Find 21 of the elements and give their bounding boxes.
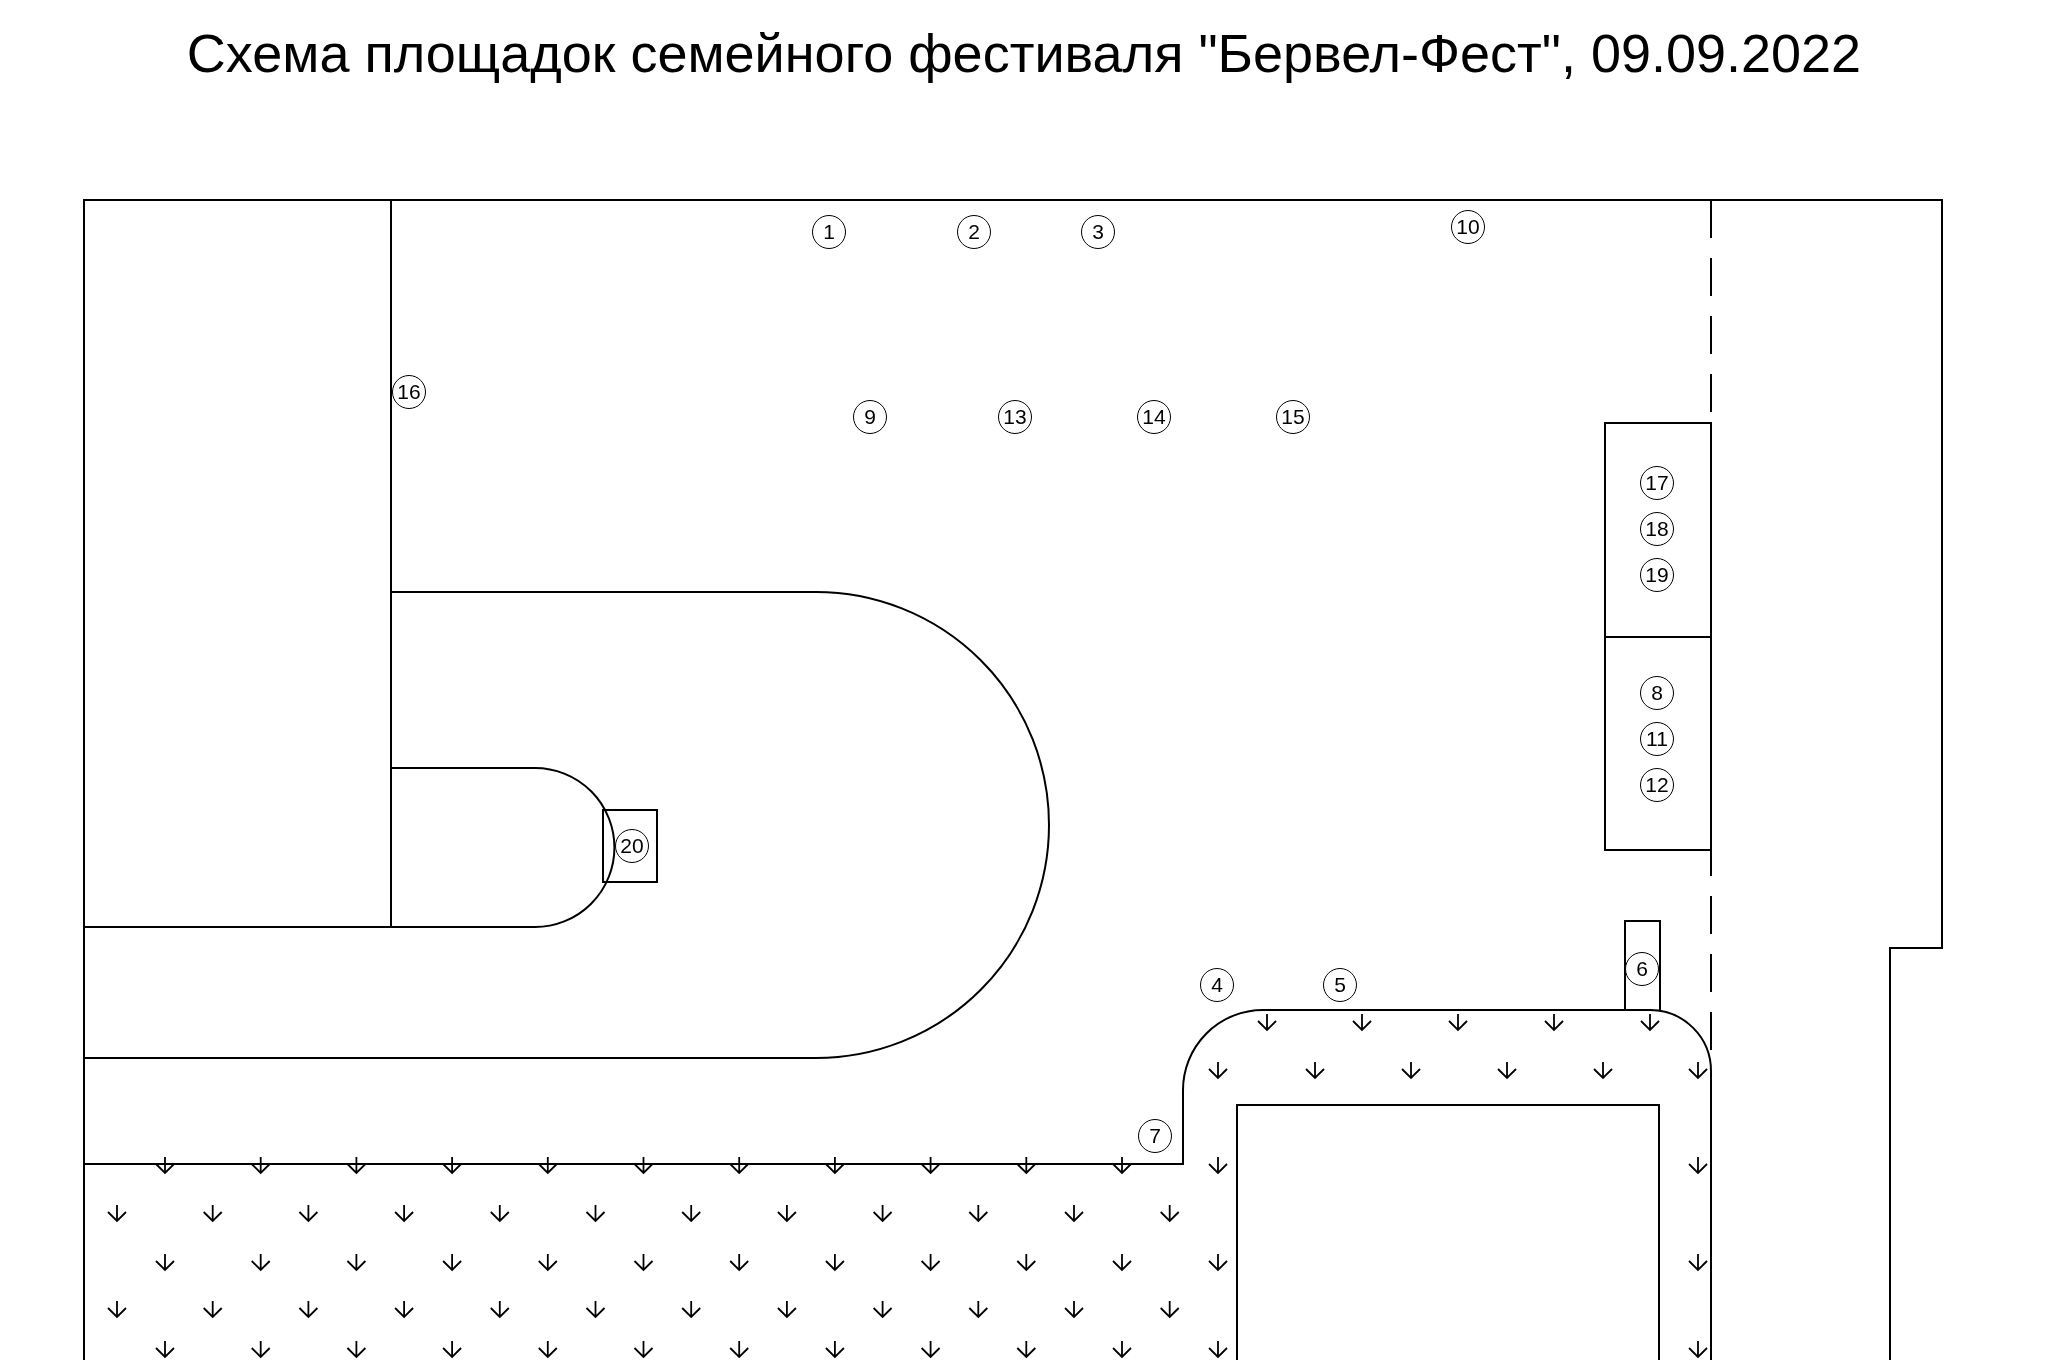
callout-number: 10 xyxy=(1451,210,1485,244)
callout-number: 15 xyxy=(1276,400,1310,434)
callout-number: 3 xyxy=(1081,215,1115,249)
callout-number: 20 xyxy=(615,829,649,863)
callout-number: 8 xyxy=(1640,676,1674,710)
callout-number: 5 xyxy=(1323,968,1357,1002)
callout-number: 12 xyxy=(1640,768,1674,802)
callout-number: 9 xyxy=(853,400,887,434)
callout-number: 11 xyxy=(1640,722,1674,756)
callout-number: 19 xyxy=(1640,558,1674,592)
callout-number: 4 xyxy=(1200,968,1234,1002)
callout-number: 2 xyxy=(957,215,991,249)
callout-number: 18 xyxy=(1640,512,1674,546)
callout-number: 1 xyxy=(812,215,846,249)
callout-number: 16 xyxy=(392,375,426,409)
callout-number: 13 xyxy=(998,400,1032,434)
diagram-title: Схема площадок семейного фестиваля "Бервел-Фест", 09.09.2022 xyxy=(185,22,1863,84)
callout-number: 6 xyxy=(1625,952,1659,986)
callout-number: 14 xyxy=(1137,400,1171,434)
callout-number: 17 xyxy=(1640,466,1674,500)
callout-number: 7 xyxy=(1138,1119,1172,1153)
